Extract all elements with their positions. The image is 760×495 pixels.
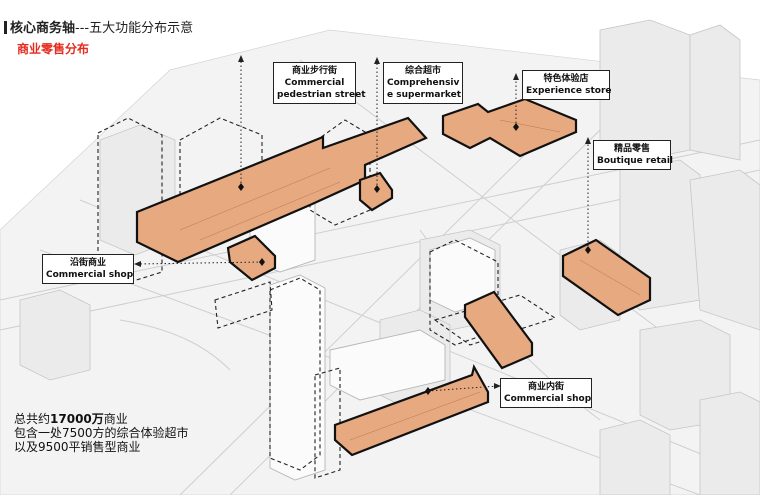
- label-en: Commercial: [284, 78, 345, 88]
- retail-block-pedestrian-street: [135, 116, 428, 264]
- summary-line-2: 包含一处7500方的综合体验超市: [14, 426, 189, 440]
- retail-block-street-shop: [226, 234, 277, 282]
- label-zh: 商业步行街: [291, 66, 337, 76]
- label-commercial-street: 商业步行街 Commercial pedestrian street: [273, 62, 366, 104]
- summary-line-1: 总共约17000万商业: [14, 412, 128, 426]
- label-en: Commercial shop: [46, 270, 134, 280]
- anchor-points: [238, 123, 591, 395]
- page-title: 核心商务轴---五大功能分布示意: [4, 17, 193, 36]
- leader-arrows: [134, 55, 591, 389]
- label-en: Boutique retail: [597, 156, 674, 166]
- page-subtitle: 商业零售分布: [17, 42, 90, 56]
- retail-block-inner-wing: [463, 290, 534, 370]
- label-zh: 沿街商业: [69, 258, 106, 268]
- label-en: e supermarket: [387, 90, 462, 100]
- label-experience-store: 特色体验店 Experience store: [522, 70, 612, 100]
- label-en: pedestrian street: [277, 90, 366, 100]
- retail-volumes: [135, 97, 652, 457]
- summary-notes: 总共约17000万商业 包含一处7500方的综合体验超市 以及9500平销售型商…: [14, 412, 189, 454]
- label-supermarket: 综合超市 Comprehensiv e supermarket: [383, 62, 463, 104]
- title-rest: ---五大功能分布示意: [75, 21, 194, 36]
- label-zh: 特色体验店: [543, 74, 589, 84]
- retail-detail: [179, 119, 641, 441]
- summary-line-3: 以及9500平销售型商业: [14, 440, 141, 454]
- label-street-shop: 沿街商业 Commercial shop: [42, 254, 134, 284]
- label-boutique-retail: 精品零售 Boutique retail: [593, 140, 674, 170]
- retail-block-inner-street: [333, 364, 490, 457]
- label-inner-street-shop: 商业内街 Commercial shop: [500, 378, 592, 408]
- leader-lines: [137, 58, 589, 392]
- label-en: Experience store: [526, 86, 612, 96]
- title-bar-marker: [4, 21, 7, 34]
- label-en: Commercial shop: [504, 394, 592, 404]
- retail-block-boutique: [561, 238, 652, 317]
- label-en: Comprehensiv: [387, 78, 460, 88]
- label-zh: 精品零售: [613, 144, 650, 154]
- label-zh: 商业内街: [527, 382, 564, 392]
- title-bold: 核心商务轴: [10, 21, 76, 36]
- retail-block-experience-store: [441, 97, 578, 158]
- label-zh: 综合超市: [404, 66, 441, 76]
